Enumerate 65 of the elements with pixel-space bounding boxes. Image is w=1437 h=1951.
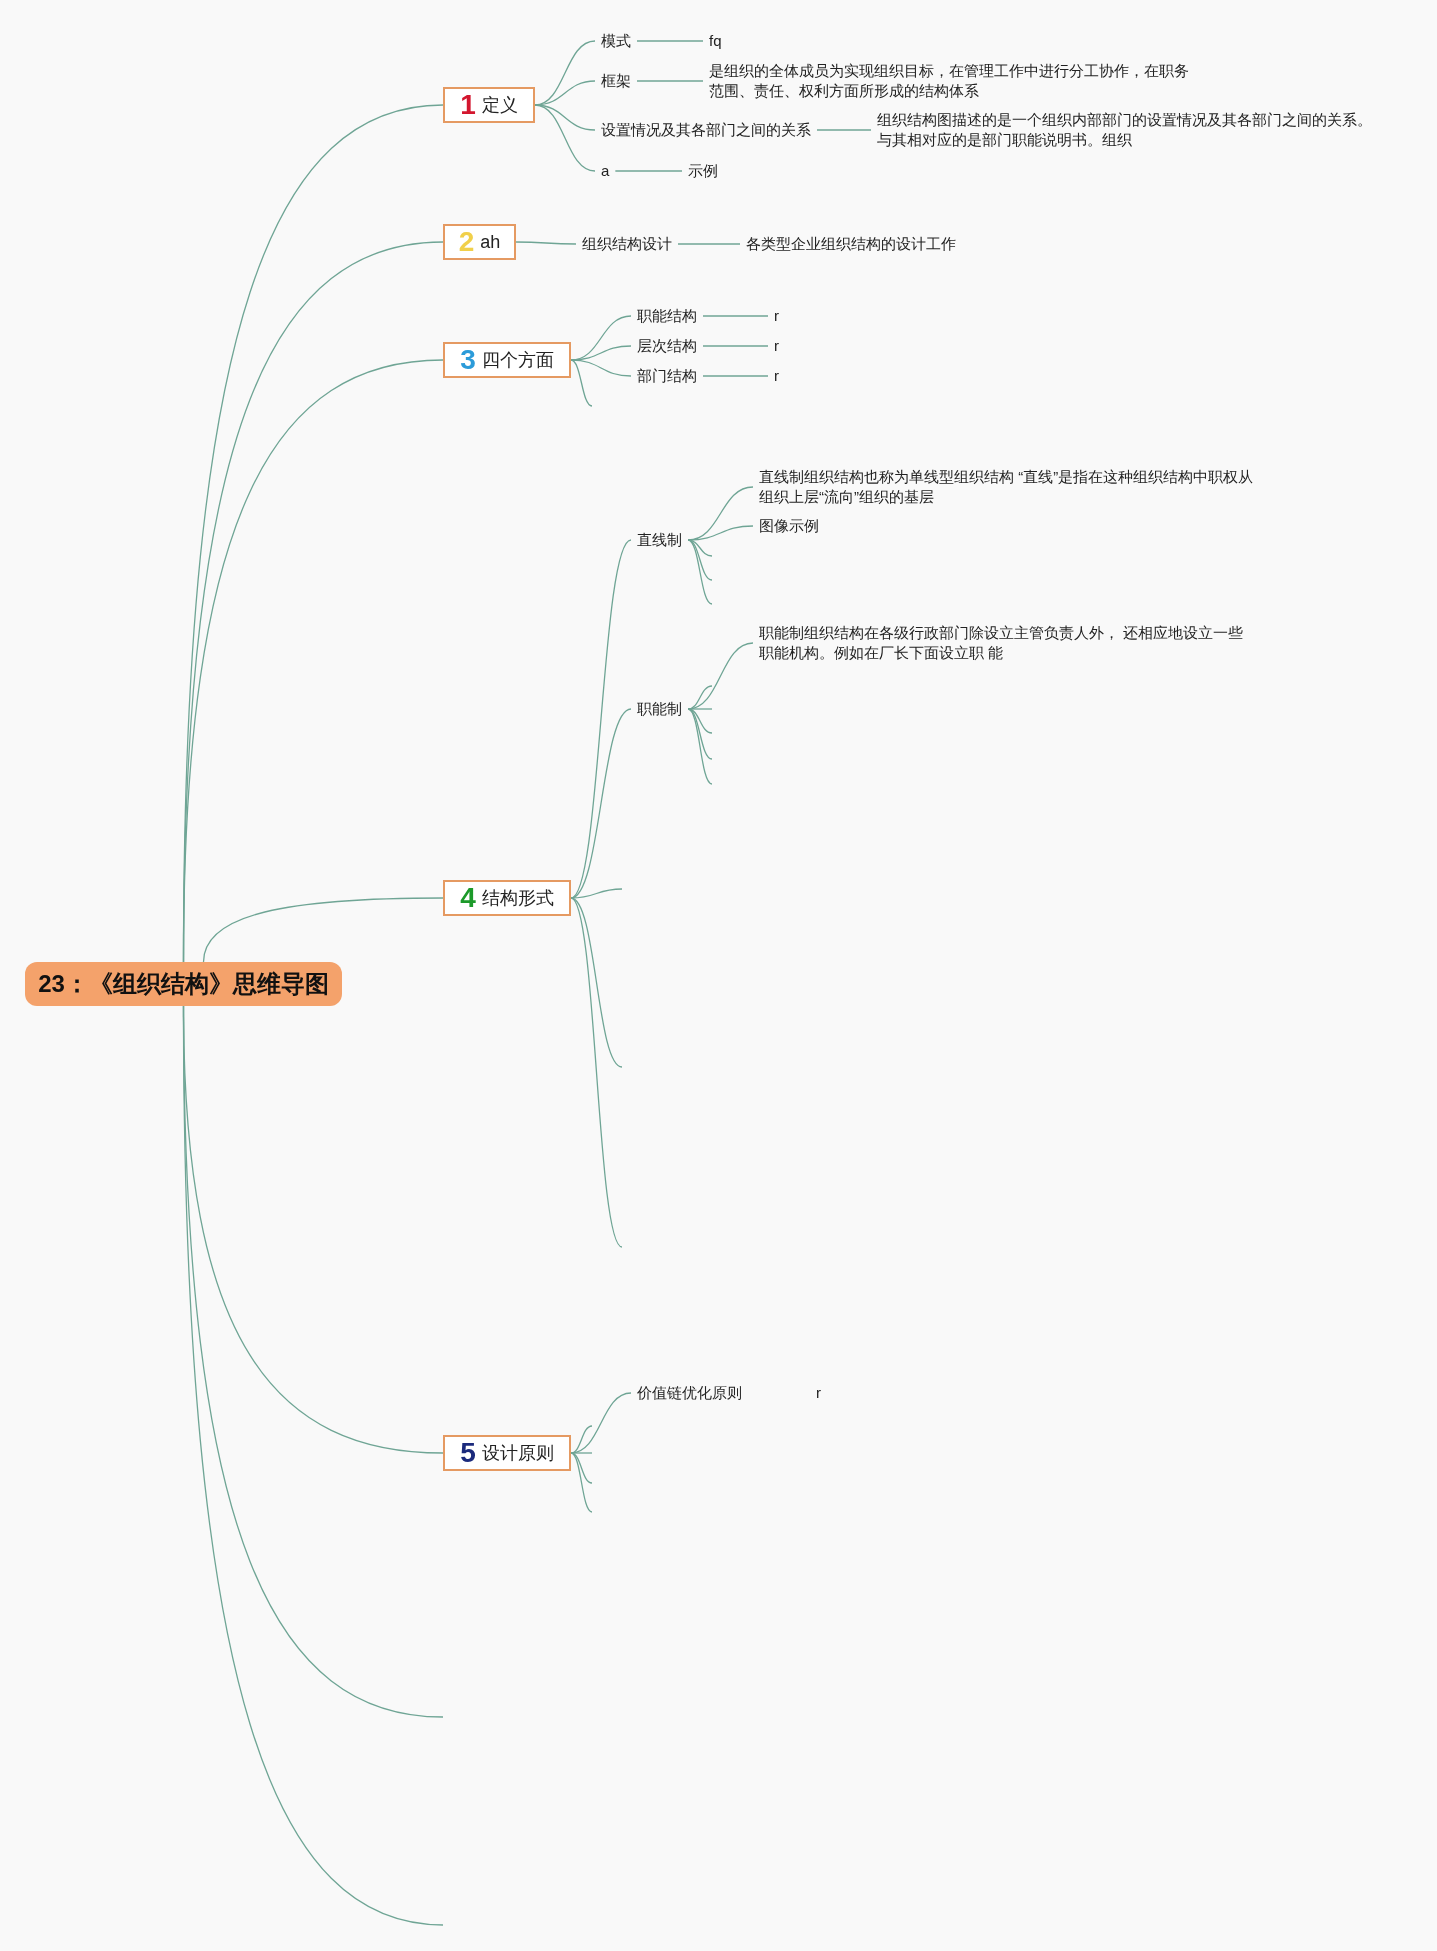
subtopic-label: 职能制 <box>631 699 688 719</box>
subtopic-label: 设置情况及其各部门之间的关系 <box>595 120 817 140</box>
description-text: 职能制组织结构在各级行政部门除设立主管负责人外， 还相应地设立一些职能机构。例如在厂长下面设立职 能 <box>753 623 1263 663</box>
connector-line <box>687 708 713 710</box>
description-text: 组织结构图描述的是一个组织内部部门的设置情况及其各部门之间的关系。与其相对应的是部门职能说明书。组织 <box>871 110 1381 150</box>
connector-line <box>636 80 704 82</box>
connector-line <box>614 170 683 172</box>
connector-line <box>570 897 623 1068</box>
connector-line <box>570 1452 593 1484</box>
subtopic-label: 各类型企业组织结构的设计工作 <box>740 234 962 254</box>
topic-box <box>443 342 571 378</box>
subtopic-label: 职能结构 <box>631 306 703 326</box>
subtopic-label: r <box>768 306 785 326</box>
topic-box <box>443 1435 571 1471</box>
topic-box <box>443 880 571 916</box>
topic-number: 2 <box>458 227 475 257</box>
connector-line <box>687 525 754 541</box>
topic-label: 四个方面 <box>481 349 554 372</box>
subtopic-label: r <box>768 336 785 356</box>
connector-line <box>687 708 713 760</box>
connector-line <box>182 359 444 963</box>
connector-line <box>534 104 596 172</box>
subtopic-label: fq <box>703 31 728 51</box>
topic-number: 3 <box>460 345 476 375</box>
description-text: 直线制组织结构也称为单线型组织结构 “直线”是指在这种组织结构中职权从组织上层“流向”组织的基层 <box>753 467 1263 507</box>
connector-line <box>687 708 713 785</box>
subtopic-label: 模式 <box>595 31 637 51</box>
subtopic-label: 部门结构 <box>631 366 703 386</box>
connector-line <box>182 1005 444 1926</box>
subtopic-label: 直线制 <box>631 530 688 550</box>
subtopic-label: 价值链优化原则 <box>631 1383 748 1403</box>
connector-line <box>570 359 593 407</box>
topic-number: 5 <box>460 1438 476 1468</box>
connector-line <box>816 129 872 131</box>
topic-number: 4 <box>460 883 476 913</box>
connector-line <box>570 1452 593 1513</box>
connector-line <box>636 40 704 42</box>
central-topic: 23：《组织结构》思维导图 <box>25 962 342 1006</box>
topic-label: ah <box>480 231 501 253</box>
connector-line <box>570 359 632 377</box>
topic-label: 定义 <box>481 94 518 117</box>
connector-line <box>570 345 632 361</box>
subtopic-label: a <box>595 161 616 181</box>
subtopic-label: r <box>810 1383 827 1403</box>
subtopic-label: 组织结构设计 <box>576 234 678 254</box>
subtopic-label: r <box>768 366 785 386</box>
connector-line <box>202 897 444 963</box>
connector-line <box>570 897 623 1248</box>
topic-number: 1 <box>460 90 476 120</box>
connector-line <box>687 539 713 605</box>
connector-line <box>702 375 769 377</box>
description-text: 是组织的全体成员为实现组织目标，在管理工作中进行分工协作，在职务范围、责任、权利方面所形成的结构体系 <box>703 61 1203 101</box>
topic-box <box>443 224 516 260</box>
connector-line <box>570 539 632 899</box>
subtopic-label: 框架 <box>595 71 637 91</box>
topic-label: 结构形式 <box>481 887 554 910</box>
topic-label: 设计原则 <box>481 1442 554 1465</box>
subtopic-label: 层次结构 <box>631 336 703 356</box>
topic-box <box>443 87 535 123</box>
connector-line <box>702 345 769 347</box>
subtopic-label: 示例 <box>682 161 724 181</box>
connector-line <box>677 243 741 245</box>
connector-line <box>702 315 769 317</box>
connector-line <box>515 241 577 245</box>
subtopic-label: 图像示例 <box>753 516 825 536</box>
